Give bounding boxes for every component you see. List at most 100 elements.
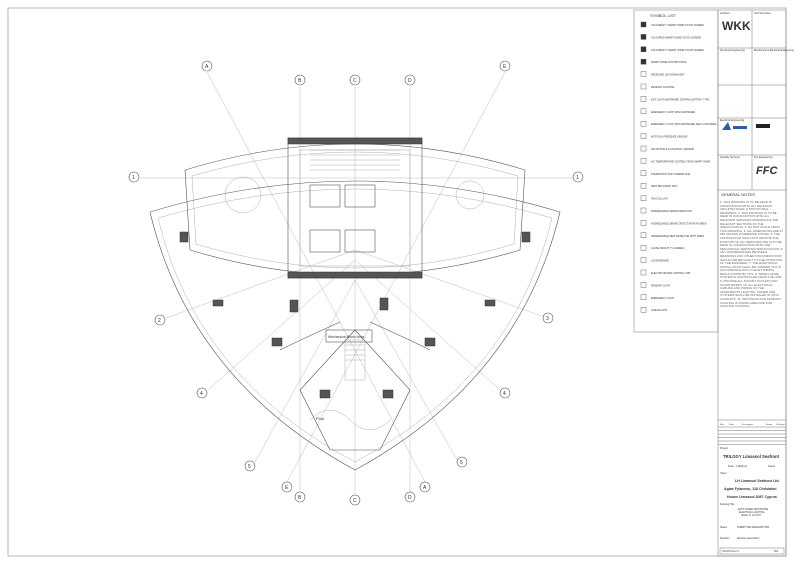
svg-text:SUBMITTED DESCRIPTION: SUBMITTED DESCRIPTION <box>737 526 769 529</box>
drawing-number: TRILOGY-E-L71 <box>722 551 739 553</box>
architect-label: Architect <box>720 12 730 15</box>
symbol-icon <box>640 71 647 77</box>
grid-1-left: 1 <box>132 175 135 181</box>
client-line: Agias Fylaxeos, 118 Christabel <box>724 487 777 491</box>
symbol-label: EXIT LIGHT MAINTAINED CENTRAL BATTERY TY… <box>651 98 710 101</box>
mechanical-room-label: Mechanical Room Area <box>328 335 364 339</box>
symbol-icon <box>640 120 647 127</box>
symbol-icon <box>640 307 647 313</box>
svg-text:Project: Project <box>720 447 728 450</box>
symbol-label: EMERGENCY LIGHT <box>651 297 675 300</box>
grid-C-bottom: C <box>353 498 357 504</box>
grid-5-right: 5 <box>460 460 463 466</box>
symbol-label: PENDANT LIGHT <box>651 284 671 287</box>
grid-A-bottom: A <box>423 485 427 491</box>
symbol-label: HEAT RECOVERY UNIT <box>651 185 678 188</box>
symbol-label: MOTION & PRESENCE SENSOR <box>651 136 688 139</box>
symbol-icon <box>640 232 647 239</box>
grid-3: 3 <box>546 316 549 322</box>
grid-D-top: D <box>408 78 412 84</box>
svg-text:Civil Structures: Civil Structures <box>754 12 772 15</box>
symbol-label: LOUDSPEAKER <box>651 260 669 263</box>
grid-E-bottom: E <box>285 485 289 491</box>
symbol-icon <box>640 220 647 226</box>
svg-text:EAST TOWER PENTHOUSE: EAST TOWER PENTHOUSE <box>738 508 768 511</box>
grid-bubbles: A B C D E A B C D E 1 1 2 3 4 4 5 5 <box>128 60 584 506</box>
symbol-icon <box>640 59 647 65</box>
symbol-label: CLOSE CIRCUIT TV CAMERA <box>651 247 684 250</box>
wkk-logo: WKK <box>722 19 751 33</box>
svg-text:Scale : 1:100@ A1: Scale : 1:100@ A1 <box>728 465 748 468</box>
grid-5-left: 5 <box>248 464 251 470</box>
svg-text:Client: Client <box>720 472 727 475</box>
symbol-label: ADDRESSABLE SMOKE DETECTOR WITH SIREN <box>651 222 707 225</box>
grid-B-bottom: B <box>298 495 302 501</box>
mechanical-room-box <box>325 329 373 343</box>
symbol-icon <box>640 21 647 28</box>
symbol-icon <box>640 145 647 152</box>
svg-text:Structural Engineering: Structural Engineering <box>720 49 745 52</box>
svg-text:Drawing Title: Drawing Title <box>720 503 735 506</box>
svg-text:Quantity Surveyor: Quantity Surveyor <box>720 156 740 159</box>
grid-D-bottom: D <box>408 495 412 501</box>
symbol-label: COLOURED SMART HOME TOUCH SCREEN <box>651 36 701 39</box>
svg-text:Fire Engineering: Fire Engineering <box>754 156 773 159</box>
revision-header: Date <box>729 423 734 426</box>
symbol-icon <box>640 294 647 300</box>
symbol-label: 360 MOTION & OCCUPANCY SENSOR <box>651 148 694 151</box>
project-name: TRILOGY Limassol Seafront <box>723 454 780 459</box>
grid-C-top: C <box>353 78 357 84</box>
symbol-icon <box>640 244 647 251</box>
revision-header: Description <box>742 423 754 426</box>
symbol-label: EMERGENCY LIGHT NON MAINTAINED SELF CONT… <box>651 123 717 126</box>
svg-text:Status: Status <box>720 526 728 529</box>
pool-label: Pool <box>316 416 324 421</box>
symbol-label: THERMOSTAT FOR UNDERFLOOR <box>651 173 690 176</box>
svg-text:Electrical Engineering: Electrical Engineering <box>720 119 745 122</box>
revision-header: Rev <box>720 424 725 426</box>
symbol-icon <box>640 108 647 115</box>
symbol-icon <box>640 269 647 276</box>
svg-text:Issued: Issued <box>768 466 775 468</box>
symbol-list-title: SYMBOL LIST <box>650 13 677 18</box>
symbol-label: FAN COIL UNIT <box>651 198 669 201</box>
symbol-label: A/C TEMPERATURE CONTROL FROM SMART HOME <box>651 160 711 163</box>
symbol-icon <box>640 34 647 40</box>
grid-lines <box>140 71 572 494</box>
grid-B-top: B <box>298 78 302 84</box>
revision-header: Checked <box>776 424 785 426</box>
symbol-icon <box>640 170 647 177</box>
revision-header: Drawn <box>766 423 773 426</box>
engineer-logo <box>722 122 731 130</box>
symbol-icon <box>640 158 647 164</box>
grid-1-right: 1 <box>576 175 579 181</box>
svg-text:ELECTRICAL LIGHTING: ELECTRICAL LIGHTING <box>739 511 765 514</box>
symbol-icon <box>640 96 647 102</box>
general-notes: 1. THIS DRAWING IS TO BE READ IN CONJUNC… <box>720 200 784 309</box>
symbol-label: COLOURED 4" SMART HOME TOUCH SCREEN <box>651 49 704 52</box>
symbol-icon <box>640 207 647 214</box>
symbol-icon <box>640 182 647 189</box>
symbol-icon <box>640 46 647 52</box>
symbol-icon <box>640 83 647 90</box>
general-notes-title: GENERAL NOTES <box>721 192 755 197</box>
symbol-list: SYMBOL LIST COLOURED 7" SMART HOME TOUCH… <box>633 9 719 333</box>
symbol-icon <box>640 257 647 263</box>
symbol-icon <box>640 133 647 139</box>
symbol-label: ADDRESSABLE SMOKE DETECTOR <box>651 210 692 213</box>
sheet-border <box>7 7 787 557</box>
symbol-icon <box>640 282 647 288</box>
grid-2: 2 <box>158 318 161 324</box>
symbol-label: PENDANT LIGHTING <box>651 86 674 89</box>
client-line: LH Limassol Seafront Ltd. <box>735 479 780 483</box>
symbol-label: EMERGENCY LIGHT NON MAINTAINED <box>651 111 696 114</box>
grid-4-right: 4 <box>503 391 506 397</box>
symbol-label: SMART HOME PUSH BUTTONS <box>651 61 687 64</box>
symbol-label: LINEAR LIGHT <box>651 309 668 312</box>
symbol-label: RECESSED LED DOWNLIGHT <box>651 74 685 77</box>
symbol-icon <box>640 195 647 201</box>
symbol-label: ADDRESSABLE HEAT DETECTOR WITH SIREN <box>651 235 704 238</box>
svg-text:Mechanical & Electrical Engine: Mechanical & Electrical Engineering <box>754 49 794 52</box>
